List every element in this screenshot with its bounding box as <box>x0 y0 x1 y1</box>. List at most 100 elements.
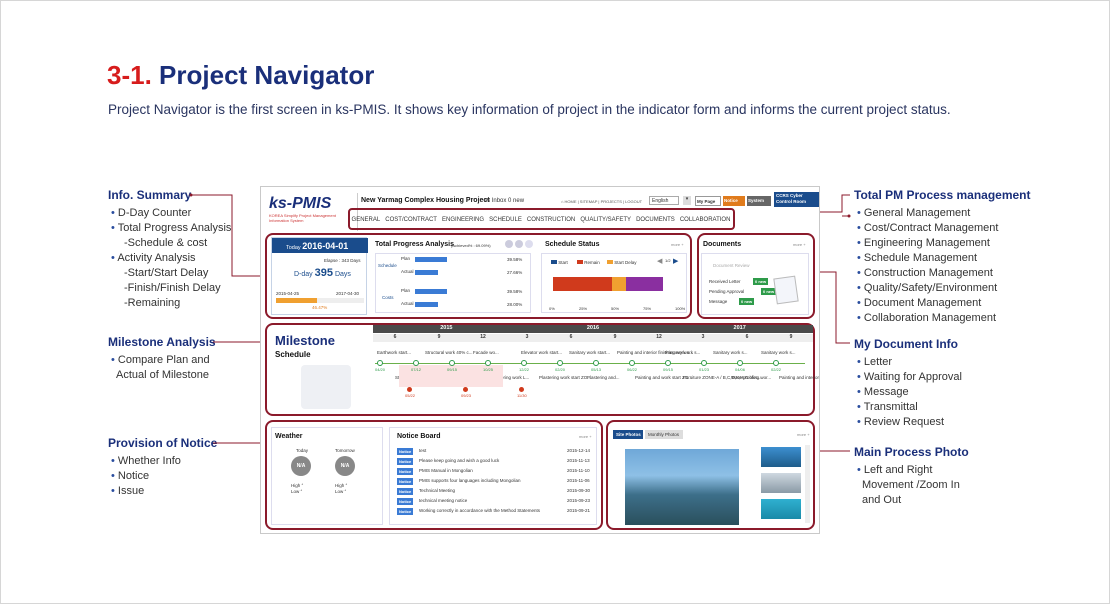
notice-date: 2015-11-10 <box>567 468 590 473</box>
app-screenshot: ks-PMIS KOREA Simplify Project Managemen… <box>260 186 820 534</box>
milestone-node[interactable] <box>521 360 527 366</box>
system-button[interactable]: System <box>747 196 771 206</box>
milestone-node[interactable] <box>701 360 707 366</box>
doc-item[interactable]: Received Letter <box>709 279 741 284</box>
milestone-node[interactable] <box>413 360 419 366</box>
new-badge: 0 new <box>761 288 777 295</box>
milestone-node[interactable] <box>773 360 779 366</box>
mypage-button[interactable]: My Page <box>695 196 721 206</box>
inbox-link[interactable]: ✉ Inbox 0 new <box>485 198 525 204</box>
callout-item-cont: Movement /Zoom In <box>862 479 960 491</box>
milestone-plan-date: 09/15 <box>447 367 458 372</box>
notice-date: 2015-12-14 <box>567 448 591 453</box>
month-label: 3 <box>525 334 529 340</box>
milestone-plan-date: 05/13 <box>591 367 602 372</box>
doc-item[interactable]: Pending Approval <box>709 289 745 294</box>
schedule-status-chart <box>541 253 687 313</box>
year-label: 2016 <box>586 325 600 331</box>
more-link[interactable]: more + <box>793 242 806 247</box>
notice-tag: Notice <box>397 488 414 495</box>
top-links[interactable]: ⌂ HOME | SITEMAP | PROJECTS | LOGOUT <box>561 199 643 204</box>
milestone-node[interactable] <box>629 360 635 366</box>
month-label: 9 <box>437 334 441 340</box>
milestone-node[interactable] <box>665 360 671 366</box>
callout-item: Cost/Contract Management <box>854 221 1031 236</box>
milestone-actual-node[interactable] <box>407 387 412 392</box>
milestone-node[interactable] <box>557 360 563 366</box>
menu-cost-contract[interactable]: COST/CONTRACT <box>385 217 437 223</box>
month-label: 12 <box>656 334 662 340</box>
notice-tag: Notice <box>397 468 414 475</box>
milestone-subtitle: Schedule <box>275 350 311 359</box>
milestone-highlight <box>265 323 815 416</box>
callout-item: Review Request <box>854 415 962 430</box>
notice-title[interactable]: technical meeting notice <box>419 498 468 503</box>
milestone-node[interactable] <box>485 360 491 366</box>
menu-quality-safety[interactable]: QUALITY/SAFETY <box>580 217 632 223</box>
notice-title[interactable]: PMIS supports four languages including M… <box>419 478 521 483</box>
milestone-actual-node[interactable] <box>463 387 468 392</box>
milestone-actual-node[interactable] <box>519 387 524 392</box>
prev-arrow-icon[interactable]: ◀ <box>657 258 663 265</box>
more-link[interactable]: more + <box>797 432 810 437</box>
menu-engineering[interactable]: ENGINEERING <box>442 217 485 223</box>
menu-documents[interactable]: DOCUMENTS <box>636 217 675 223</box>
callout-item: Construction Management <box>854 266 1031 281</box>
axis-tick: 100% <box>675 306 686 311</box>
callout-item-cont: Actual of Milestone <box>116 369 209 381</box>
main-site-photo[interactable] <box>625 449 739 525</box>
notice-title[interactable]: Technical Meeting <box>419 488 456 493</box>
ccrs-button[interactable]: CCRS Cyber Control Room <box>774 192 819 207</box>
callout-title: Provision of Notice <box>108 436 218 450</box>
photo-thumbnail[interactable] <box>761 499 801 519</box>
start-date: 2015-04-25 <box>276 291 300 296</box>
bar-remain <box>553 277 613 291</box>
doc-item[interactable]: Message <box>709 299 728 304</box>
menu-general[interactable]: GENERAL <box>351 217 381 223</box>
notice-title[interactable]: Working correctly in accordance with the… <box>419 508 540 513</box>
tpa-dot[interactable] <box>505 240 513 248</box>
milestone-node[interactable] <box>449 360 455 366</box>
milestone-plan-date: 10/25 <box>483 367 494 372</box>
tpa-dot[interactable] <box>525 240 533 248</box>
more-link[interactable]: more + <box>671 242 684 247</box>
menu-schedule[interactable]: SCHEDULE <box>489 217 522 223</box>
notice-tag: Notice <box>397 498 414 505</box>
thumbnail-scrollbar[interactable] <box>805 445 810 523</box>
language-select[interactable]: English <box>649 196 679 205</box>
notice-title[interactable]: Please keep going and wish a good luck <box>419 458 500 463</box>
photo-thumbnail[interactable] <box>761 447 801 467</box>
document-review-label: Document Review <box>713 263 750 268</box>
tpa-dot[interactable] <box>515 240 523 248</box>
notice-date: 2015-09-21 <box>567 508 591 513</box>
tpa-bar <box>415 257 447 262</box>
photo-thumbnail[interactable] <box>761 473 801 493</box>
callout-item: Waiting for Approval <box>854 370 962 385</box>
next-arrow-icon[interactable]: ▶ <box>673 258 679 265</box>
menu-construction[interactable]: CONSTRUCTION <box>526 217 576 223</box>
tab-monthly-photos[interactable]: Monthly Photos <box>645 430 683 439</box>
axis-tick: 75% <box>643 306 652 311</box>
milestone-actual-date: 09/23 <box>461 393 472 398</box>
notice-button[interactable]: Notice <box>723 196 745 206</box>
notice-title[interactable]: PMIS Manual in Mongolian <box>419 468 473 473</box>
app-logo[interactable]: ks-PMIS <box>269 195 332 212</box>
chevron-down-icon[interactable]: ▾ <box>683 196 691 205</box>
notice-tag: Notice <box>397 448 414 455</box>
more-link[interactable]: more + <box>579 434 592 439</box>
milestone-node[interactable] <box>377 360 383 366</box>
milestone-node[interactable] <box>737 360 743 366</box>
milestone-title: Milestone <box>275 333 335 348</box>
milestone-node[interactable] <box>593 360 599 366</box>
milestone-label: Waterproofing wor... <box>731 375 772 380</box>
notice-title[interactable]: test <box>419 448 427 453</box>
notice-date: 2015-11-06 <box>567 478 590 483</box>
pm-process-callout: Total PM Process management General Mana… <box>854 188 1031 326</box>
tpa-actual-label: Actual <box>401 269 414 274</box>
bar-other <box>625 277 663 291</box>
progress-pct: 46.47% <box>312 305 328 310</box>
tab-site-photos[interactable]: Site Photos <box>613 430 643 439</box>
milestone-plan-date: 07/12 <box>411 367 422 372</box>
calendar-illustration-icon <box>301 365 351 409</box>
menu-collaboration[interactable]: COLLABORATION <box>679 217 731 223</box>
